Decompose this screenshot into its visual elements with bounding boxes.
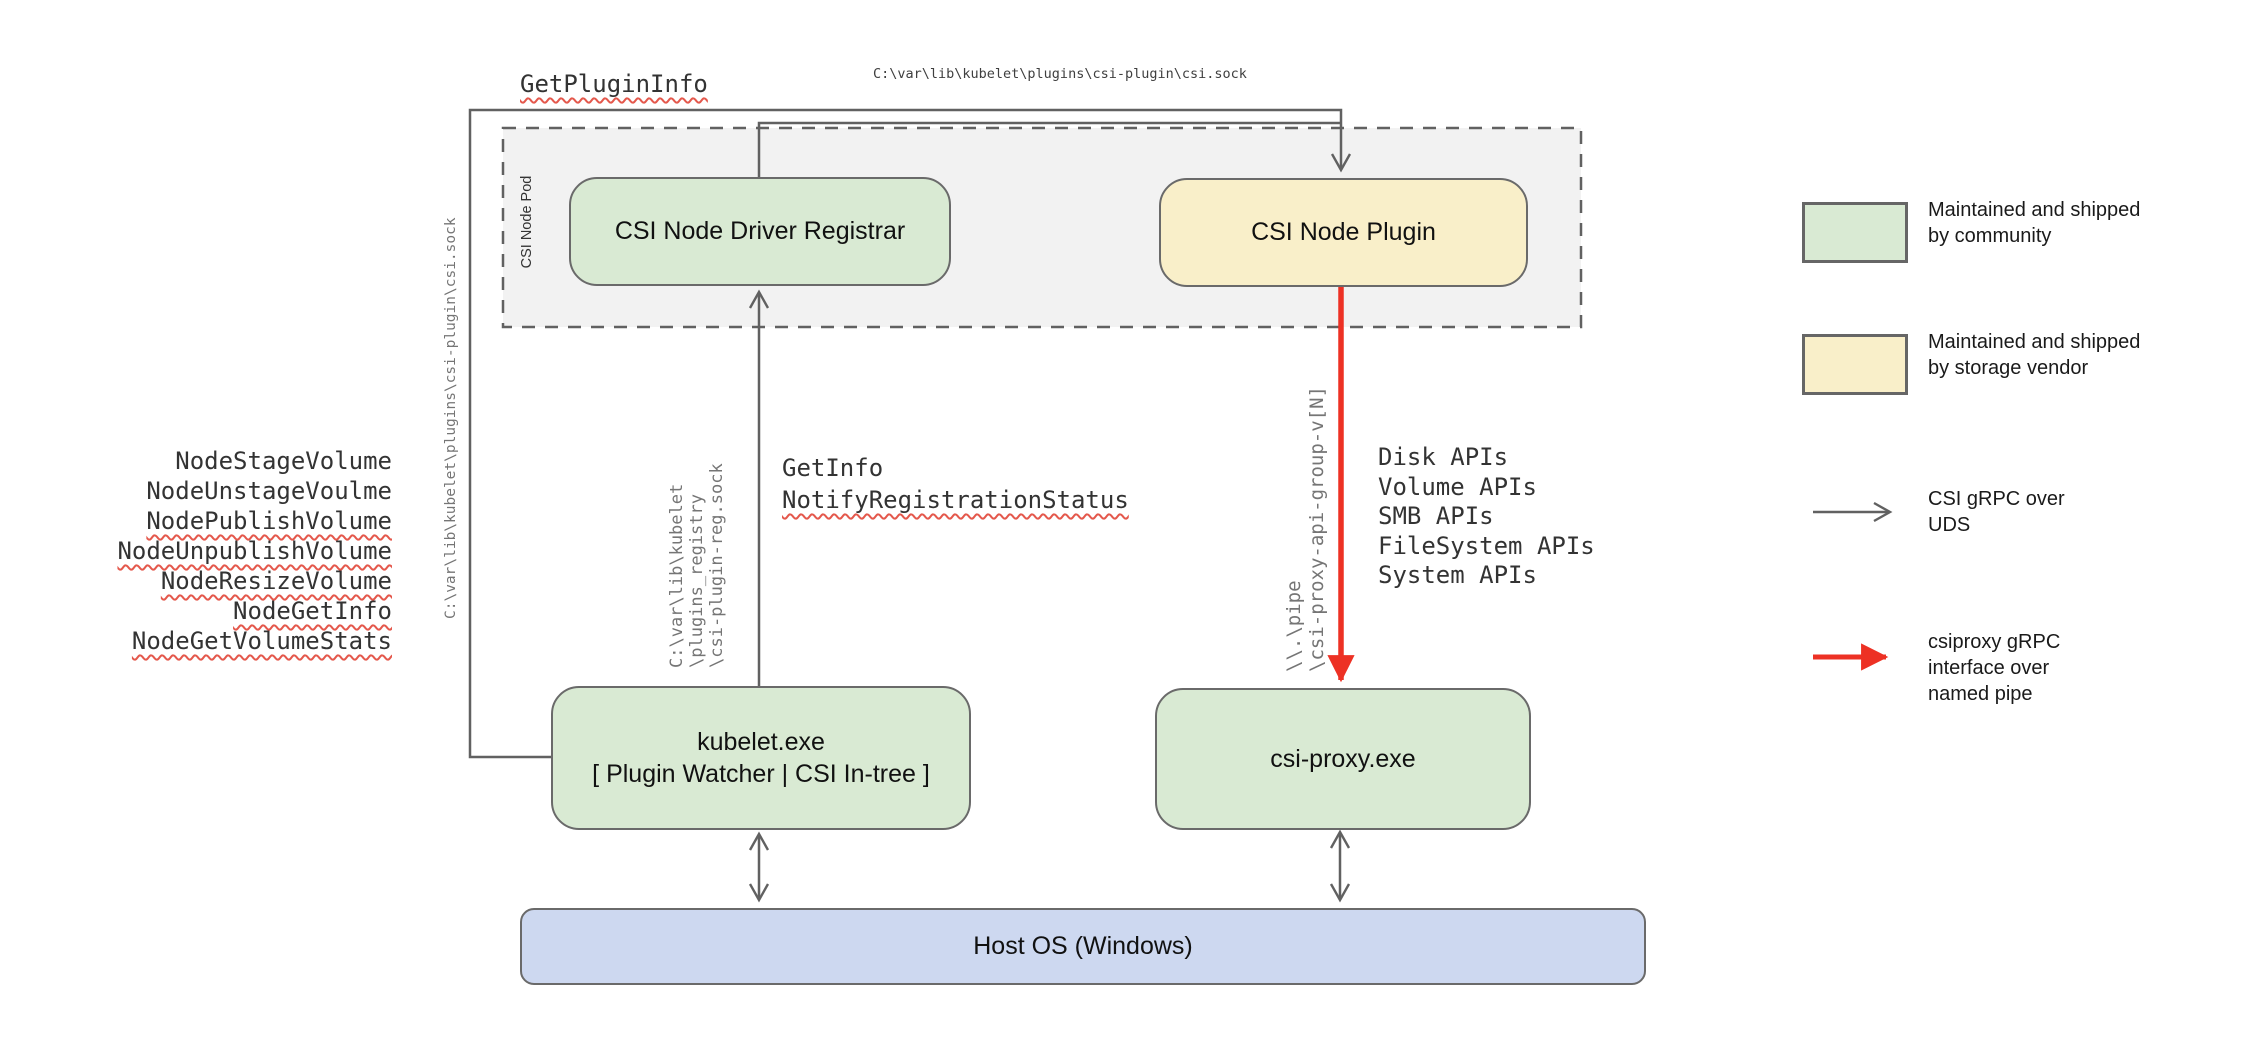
api-group-item: Volume APIs	[1378, 472, 1537, 501]
legend-namedpipe-label: csiproxy gRPC interface over named pipe	[1928, 631, 2061, 705]
node-rpc-item: NodeResizeVolume	[160, 567, 392, 595]
plugin-registry-path-line: \plugins_registry	[687, 494, 707, 668]
legend-community-label: Maintained and shipped by community	[1928, 199, 2141, 247]
named-pipe-path-line: \\.\pipe	[1283, 580, 1305, 672]
proxy-box-label: csi-proxy.exe	[1270, 744, 1416, 773]
api-group-item: Disk APIs	[1378, 443, 1509, 471]
plugin-registry-path-label: C:\var\lib\kubelet \plugins_registry \cs…	[667, 458, 727, 668]
api-group-item: FileSystem APIs	[1378, 531, 1595, 560]
node-rpc-item: NodeGetVolumeStats	[131, 627, 392, 655]
kubelet-box-label-line2: [ Plugin Watcher | CSI In-tree ]	[592, 760, 930, 788]
api-group-item: SMB APIs	[1378, 502, 1494, 530]
legend-uds-label: CSI gRPC over UDS	[1928, 488, 2065, 536]
node-rpc-item: NodeStageVolume	[175, 447, 392, 475]
csi-sock-path-left-label: C:\var\lib\kubelet\plugins\csi-plugin\cs…	[443, 217, 459, 619]
plugin-registry-path-line: C:\var\lib\kubelet	[667, 483, 687, 668]
csi-node-pod-label: CSI Node Pod	[519, 175, 535, 269]
registrar-rpc-item: GetInfo	[782, 454, 884, 482]
hostos-box: Host OS (Windows)	[520, 908, 1646, 985]
registrar-box-label: CSI Node Driver Registrar	[614, 217, 906, 246]
node-rpc-item: NodeGetInfo	[233, 597, 392, 625]
plugin-box: CSI Node Plugin	[1159, 178, 1528, 287]
registrar-to-plugin-uds-line	[757, 121, 1340, 177]
kubelet-box: kubelet.exe [ Plugin Watcher | CSI In-tr…	[551, 686, 971, 830]
registrar-box: CSI Node Driver Registrar	[569, 177, 951, 286]
proxy-box: csi-proxy.exe	[1155, 688, 1531, 830]
node-rpc-item: NodeUnpublishVolume	[117, 537, 392, 565]
legend-vendor-label: Maintained and shipped by storage vendor	[1928, 331, 2141, 379]
registrar-rpc-list: GetInfo NotifyRegistrationStatus	[782, 452, 1129, 516]
node-rpc-item: NodeUnstageVoulme	[146, 477, 392, 505]
hostos-box-label: Host OS (Windows)	[973, 932, 1193, 961]
named-pipe-path-line: \csi-proxy-api-group-v[N]	[1306, 386, 1328, 672]
csi-node-pod-dashed-border	[501, 126, 1583, 329]
legend-community-swatch	[1802, 202, 1908, 263]
kubelet-to-plugin-uds-line	[468, 108, 1352, 759]
get-plugin-info-label: GetPluginInfo	[520, 70, 708, 98]
legend-vendor-swatch	[1802, 334, 1908, 395]
kubelet-box-label-line1: kubelet.exe	[697, 727, 825, 756]
plugin-registry-path-line: \csi-plugin-reg.sock	[707, 463, 727, 668]
api-group-list: Disk APIs Volume APIs SMB APIs FileSyste…	[1378, 443, 1595, 591]
registrar-rpc-item: NotifyRegistrationStatus	[782, 486, 1129, 514]
node-rpc-item: NodePublishVolume	[146, 507, 392, 535]
csi-sock-path-top-label: C:\var\lib\kubelet\plugins\csi-plugin\cs…	[873, 66, 1247, 82]
api-group-item: System APIs	[1378, 561, 1537, 589]
node-rpc-list: NodeStageVolume NodeUnstageVoulme NodePu…	[60, 446, 392, 656]
plugin-box-label: CSI Node Plugin	[1251, 218, 1436, 247]
named-pipe-path-label: \\.\pipe \csi-proxy-api-group-v[N]	[1283, 372, 1329, 672]
